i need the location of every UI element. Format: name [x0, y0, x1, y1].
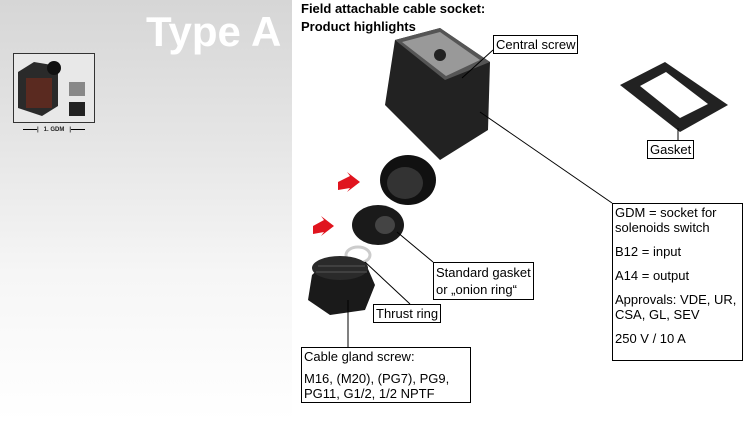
heading-line-2: Product highlights [301, 19, 416, 34]
product-thumbnail[interactable] [13, 53, 95, 123]
thumbnail-caption: | 1. GDM | [13, 127, 95, 133]
gdm-description: GDM = socket for solenoids switch [615, 205, 717, 235]
type-title: Type A [146, 8, 282, 55]
gdm-info-box: GDM = socket for solenoids switch B12 = … [612, 203, 743, 361]
central-screw-label: Central screw [493, 35, 579, 54]
heading-line-1: Field attachable cable socket: [301, 1, 486, 16]
cable-gland-sizes: M16, (M20), (PG7), PG9, PG11, G1/2, 1/2 … [304, 371, 450, 401]
cable-gland-title: Cable gland screw: [304, 349, 415, 364]
gdm-rating: 250 V / 10 A [615, 331, 686, 346]
cable-gland-box: Cable gland screw: M16, (M20), (PG7), PG… [301, 347, 471, 403]
onion-ring-gasket-image [352, 205, 404, 245]
gdm-output: A14 = output [615, 268, 690, 283]
standard-gasket-line-2: or „onion ring“ [436, 282, 517, 297]
cable-gland-screw-image [308, 256, 375, 315]
connector-thumbnail-image [18, 61, 85, 116]
standard-gasket-line-1: Standard gasket [436, 265, 531, 280]
thrust-ring-label: Thrust ring [373, 304, 442, 323]
connector-body [380, 28, 490, 205]
gdm-input: B12 = input [615, 244, 682, 259]
side-panel: Type A | 1. GDM | [0, 0, 292, 421]
gasket-image [620, 62, 728, 132]
gasket-label: Gasket [647, 140, 695, 159]
page-heading: Field attachable cable socket: Product h… [301, 0, 485, 36]
leader-lines [347, 49, 679, 347]
standard-gasket-label: Standard gasket or „onion ring“ [433, 262, 534, 300]
gdm-approvals: Approvals: VDE, UR, CSA, GL, SEV [615, 292, 737, 322]
red-arrow-icon [338, 172, 360, 192]
red-arrow-icon [313, 216, 334, 236]
